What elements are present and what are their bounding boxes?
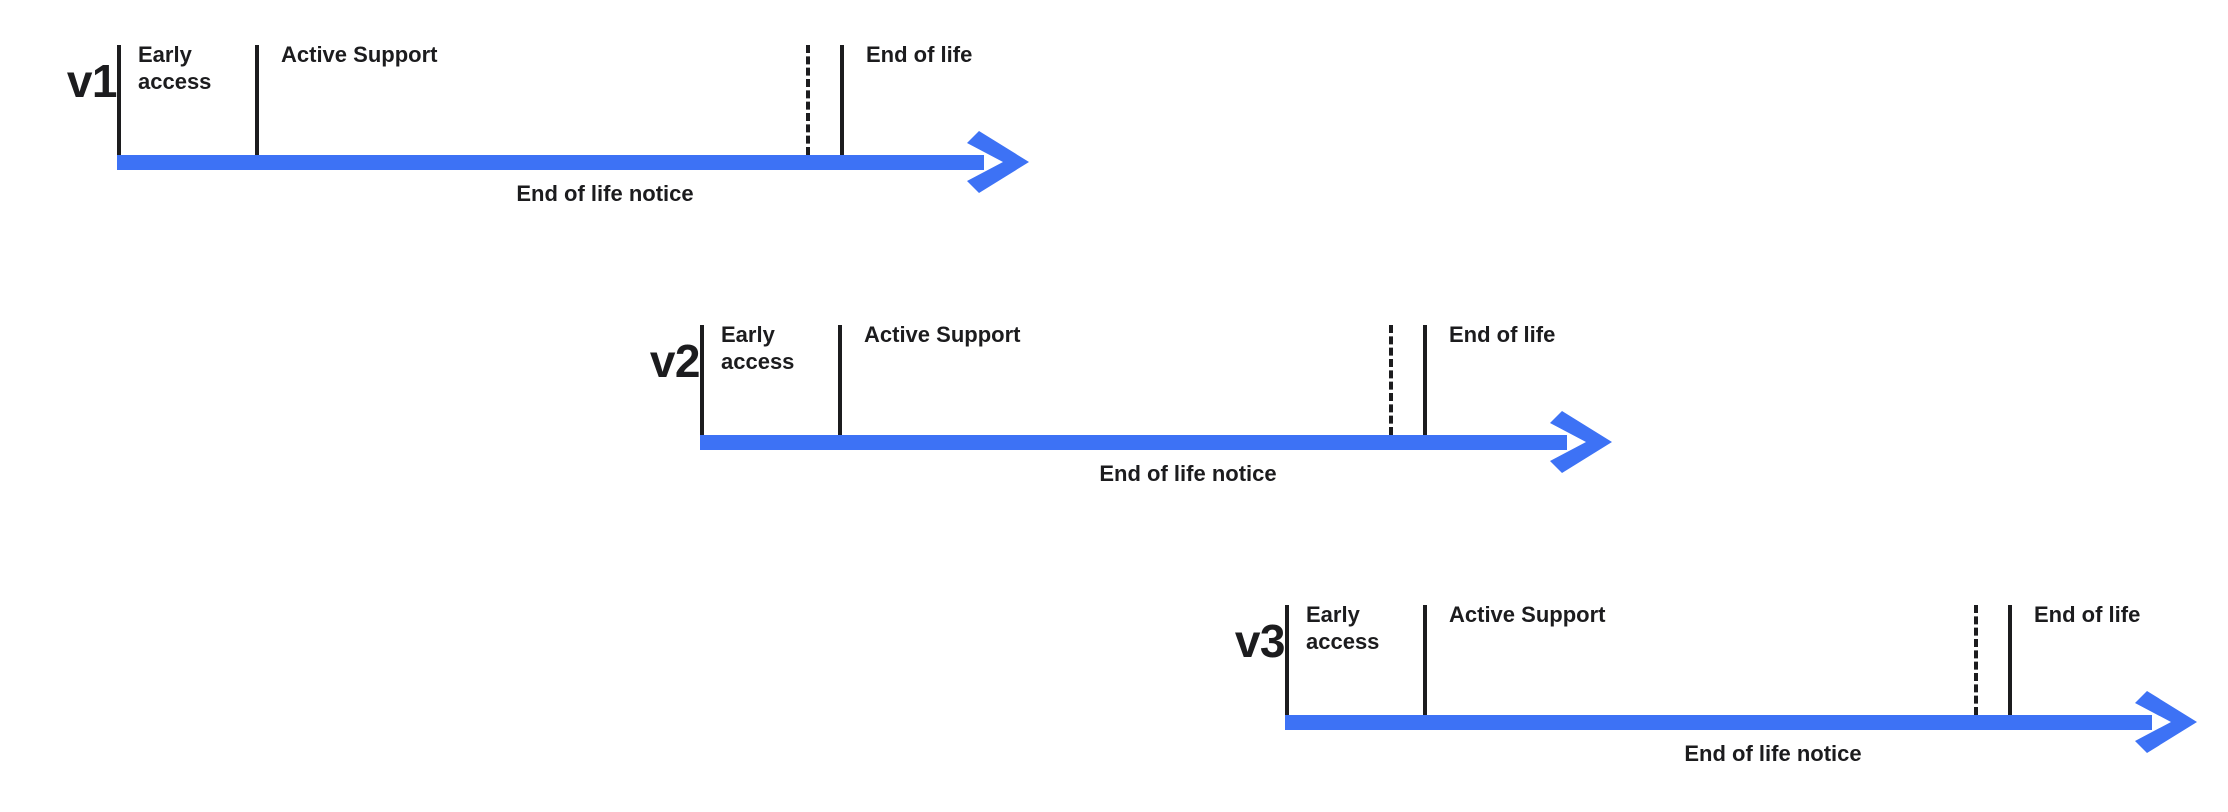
phase-label-end-of-life-v3: End of life (2034, 602, 2141, 627)
version-label-v2: v2 (649, 335, 701, 387)
phase-divider-start-v1 (117, 45, 121, 155)
phase-divider-early-active-v3 (1423, 605, 1427, 715)
version-label-v1: v1 (66, 55, 118, 107)
phase-label-active-support-v3: Active Support (1449, 602, 1606, 627)
phase-divider-start-v2 (700, 325, 704, 435)
lifecycle-arrow-bar-v2 (700, 435, 1567, 450)
phase-divider-eol-notice-v2 (1389, 325, 1393, 435)
phase-divider-start-v3 (1285, 605, 1289, 715)
notice-label-v2: End of life notice (1099, 461, 1277, 486)
phase-label-end-of-life-v1: End of life (866, 42, 973, 67)
lifecycle-arrow-head-v1 (965, 131, 1029, 193)
phase-label-active-support-v2: Active Support (864, 322, 1021, 347)
phase-label-early-access-v3: Early access (1306, 602, 1380, 654)
notice-label-v1: End of life notice (516, 181, 694, 206)
notice-label-v3: End of life notice (1684, 741, 1862, 766)
phase-divider-early-active-v2 (838, 325, 842, 435)
phase-divider-eol-v1 (840, 45, 844, 155)
lifecycle-arrow-bar-v3 (1285, 715, 2152, 730)
phase-label-end-of-life-v2: End of life (1449, 322, 1556, 347)
phase-divider-eol-v2 (1423, 325, 1427, 435)
version-label-v3: v3 (1234, 615, 1286, 667)
lifecycle-arrow-head-v3 (2133, 691, 2197, 753)
phase-label-early-access-v1: Early access (138, 42, 212, 94)
phase-divider-eol-notice-v3 (1974, 605, 1978, 715)
timeline-row-v3: v3 Early access Active Support End of li… (1193, 560, 2228, 790)
phase-divider-early-active-v1 (255, 45, 259, 155)
lifecycle-arrow-head-v2 (1548, 411, 1612, 473)
phase-label-active-support-v1: Active Support (281, 42, 438, 67)
timeline-row-v2: v2 Early access Active Support End of li… (608, 280, 1658, 510)
phase-divider-eol-notice-v1 (806, 45, 810, 155)
timeline-row-v1: v1 Early access Active Support End of li… (25, 0, 1075, 230)
phase-divider-eol-v3 (2008, 605, 2012, 715)
lifecycle-arrow-bar-v1 (117, 155, 984, 170)
phase-label-early-access-v2: Early access (721, 322, 795, 374)
